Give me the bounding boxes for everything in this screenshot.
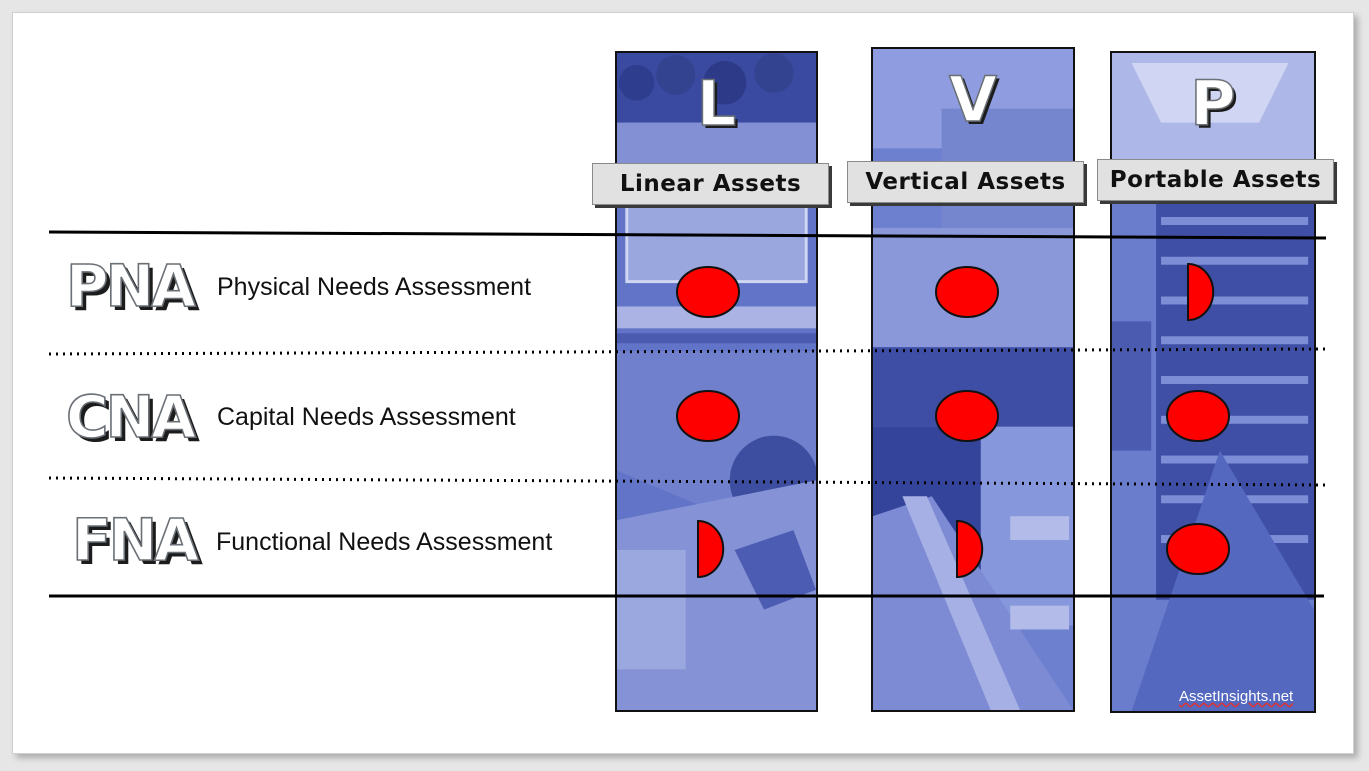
pna-label: Physical Needs Assessment: [217, 273, 532, 301]
fna-abbreviation: FNA: [71, 505, 200, 575]
vertical-letter: V: [948, 62, 997, 137]
pna-abbreviation: PNA: [65, 251, 197, 321]
top-rule: [48, 230, 1327, 240]
fna-label: Functional Needs Assessment: [216, 528, 553, 556]
linear-assets-column: L: [615, 51, 818, 712]
linear-letter: L: [696, 66, 737, 141]
dotted-separator-1: [48, 347, 1327, 356]
vertical-assets-column: V: [871, 47, 1075, 712]
building-photo: [873, 49, 1073, 710]
portable-assets-header: Portable Assets: [1097, 159, 1334, 201]
portable-letter: P: [1190, 66, 1237, 141]
aerial-campus-photo: [617, 53, 816, 710]
vertical-assets-header: Vertical Assets: [847, 161, 1084, 203]
watermark: AssetInsights.net: [1179, 688, 1294, 705]
cna-abbreviation: CNA: [65, 382, 197, 452]
dotted-separator-2: [48, 476, 1327, 487]
cna-label: Capital Needs Assessment: [217, 403, 516, 431]
linear-assets-header: Linear Assets: [592, 163, 829, 205]
